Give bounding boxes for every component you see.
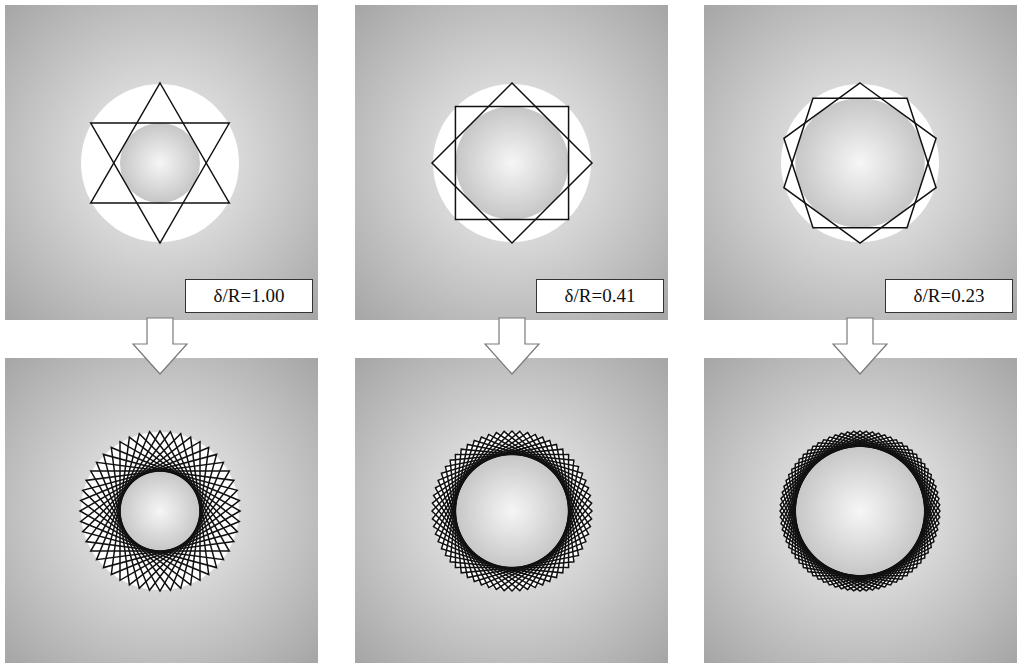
star-polygon [434, 433, 591, 590]
star-polygon [781, 440, 931, 590]
star-polygon [91, 123, 230, 243]
star-polygon [434, 433, 591, 590]
outer-circle [81, 432, 239, 590]
parameter-label: δ/R=0.41 [565, 285, 636, 307]
star-polygon [455, 454, 568, 567]
star-polygon [438, 437, 586, 585]
panel-background [704, 358, 1017, 663]
star-polygon [120, 442, 240, 581]
star-polygon [441, 440, 582, 581]
star-polygon [455, 106, 568, 219]
star-polygon [435, 434, 588, 587]
block-arrow [133, 318, 187, 374]
outer-circle [781, 84, 939, 242]
parameter-box: δ/R=0.41 [536, 279, 664, 313]
parameter-label: δ/R=0.23 [914, 285, 985, 307]
star-polygon [781, 432, 931, 582]
star-polygon [432, 431, 592, 591]
star-polygon [445, 444, 578, 577]
star-polygon [780, 433, 928, 585]
inner-circle [795, 98, 924, 227]
parameter-box: δ/R=0.23 [885, 279, 1013, 313]
panel-background [5, 358, 318, 663]
star-polygon [782, 431, 934, 579]
inner-circle [120, 123, 200, 203]
parameter-box: δ/R=1.00 [185, 279, 313, 313]
star-polygon [97, 432, 234, 560]
star-polygon [103, 454, 237, 588]
panel-background [355, 358, 668, 663]
star-polygon [91, 83, 230, 203]
star-polygon [445, 444, 578, 577]
outer-circle [433, 84, 591, 242]
panel-background [355, 5, 668, 320]
block-arrow [485, 318, 539, 374]
star-polygon [432, 83, 592, 243]
star-polygon [432, 431, 591, 590]
star-polygon [435, 434, 588, 587]
star-polygon [784, 98, 936, 243]
star-polygon [438, 437, 586, 585]
star-polygon [784, 83, 936, 228]
parameter-label: δ/R=1.00 [214, 285, 285, 307]
star-polygon [780, 435, 925, 587]
star-polygon [441, 440, 582, 581]
panel-background [704, 5, 1017, 320]
star-polygon [103, 434, 237, 568]
block-arrow [833, 318, 887, 374]
outer-circle [433, 432, 591, 590]
star-polygon [432, 431, 591, 590]
outer-circle [781, 432, 939, 590]
outer-circle [81, 84, 239, 242]
star-polygon [111, 437, 239, 574]
panel-background [5, 5, 318, 320]
